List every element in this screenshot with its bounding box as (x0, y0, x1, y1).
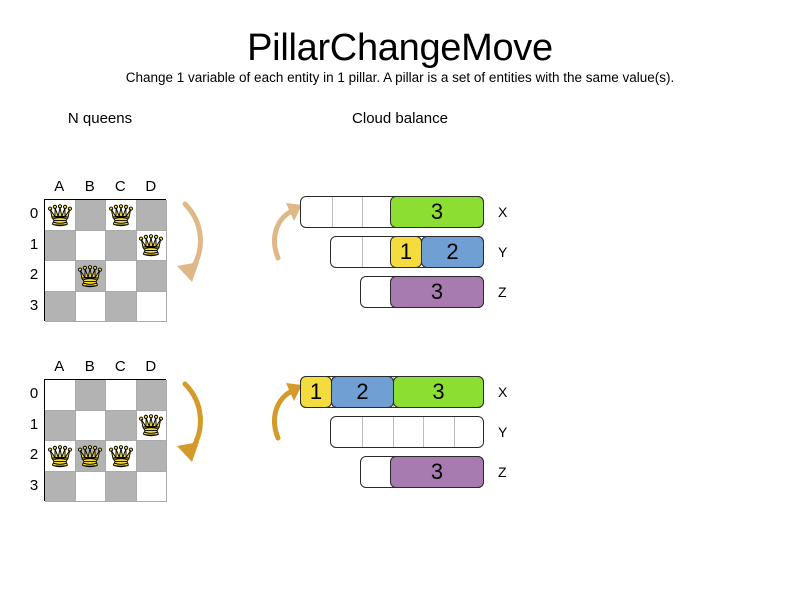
curved-arrow-up-icon-cloud-after (272, 383, 302, 441)
board-cell-a3[interactable] (45, 291, 76, 322)
page-title: PillarChangeMove (247, 27, 553, 69)
board-cell-b3[interactable] (75, 471, 106, 502)
queen-icon (108, 444, 133, 467)
queen-icon (47, 444, 72, 467)
board-cell-a0[interactable] (45, 200, 76, 231)
row-label-2: 2 (29, 446, 39, 463)
board-cell-b0[interactable] (75, 380, 106, 411)
column-label-d: D (145, 358, 157, 375)
row-label-0: 0 (29, 205, 39, 222)
board-cell-b3[interactable] (75, 291, 106, 322)
column-label-b: B (84, 178, 95, 195)
track-divider (423, 417, 425, 447)
cloud-computer-label-x: X (498, 384, 508, 400)
row-label-1: 1 (29, 415, 39, 433)
board-cell-a1[interactable] (45, 410, 76, 441)
cloud-computer-label-y: Y (498, 244, 508, 260)
page-subtitle: Change 1 variable of each entity in 1 pi… (125, 70, 675, 85)
cloud-process-segment-3[interactable]: 3 (393, 376, 484, 408)
board-cell-c2[interactable] (106, 261, 137, 292)
curved-arrow-up-icon-cloud-before (272, 203, 302, 261)
board-cell-c0[interactable] (106, 380, 137, 411)
queen-icon (108, 203, 133, 226)
column-label-d: D (145, 178, 157, 195)
board-cell-a2[interactable] (45, 261, 76, 292)
board-cell-a1[interactable] (45, 230, 76, 261)
board-cell-b2[interactable] (75, 441, 106, 472)
section-caption-cloud: Cloud balance (352, 110, 448, 127)
board-column-labels: A B C D (44, 358, 166, 378)
board-cell-d3[interactable] (136, 471, 167, 502)
row-label-1: 1 (29, 235, 39, 253)
cloud-computer-label-x: X (498, 204, 508, 220)
curved-arrow-down-icon-nqueens-after (177, 381, 203, 462)
cloud-computer-label-z: Z (498, 284, 507, 300)
column-label-c: C (114, 178, 126, 195)
board-cell-d0[interactable] (136, 200, 167, 231)
track-divider (454, 417, 456, 447)
track-divider (361, 237, 363, 267)
track-divider (331, 197, 333, 227)
board-cell-d2[interactable] (136, 441, 167, 472)
row-label-2: 2 (29, 266, 39, 283)
board-cell-c3[interactable] (106, 291, 137, 322)
board-cell-d1[interactable] (136, 230, 167, 261)
chessboard-grid-before (44, 199, 167, 322)
cloud-bar-track-y[interactable] (330, 416, 484, 448)
row-label-3: 3 (29, 476, 39, 494)
board-row-labels: 0 1 2 3 (26, 199, 42, 321)
board-cell-b0[interactable] (75, 200, 106, 231)
chessboard-grid-after (44, 379, 167, 502)
board-cell-a0[interactable] (45, 380, 76, 411)
cloud-process-segment-1[interactable]: 1 (390, 236, 422, 268)
track-divider (362, 197, 364, 227)
board-cell-c1[interactable] (106, 230, 137, 261)
board-column-labels: A B C D (44, 178, 166, 198)
cloud-bar-row-y-after: Y (296, 416, 526, 448)
row-label-0: 0 (29, 385, 39, 402)
board-cell-b1[interactable] (75, 230, 106, 261)
board-cell-c3[interactable] (106, 471, 137, 502)
track-divider (392, 417, 394, 447)
cloud-process-segment-2[interactable]: 2 (421, 236, 484, 268)
board-cell-d2[interactable] (136, 261, 167, 292)
queen-icon (139, 234, 164, 257)
column-label-c: C (114, 358, 126, 375)
cloud-computer-label-y: Y (498, 424, 508, 440)
board-cell-a2[interactable] (45, 441, 76, 472)
board-cell-d1[interactable] (136, 410, 167, 441)
board-cell-c1[interactable] (106, 410, 137, 441)
column-label-a: A (54, 178, 65, 195)
board-cell-b1[interactable] (75, 410, 106, 441)
queen-icon (78, 444, 103, 467)
cloud-computer-label-z: Z (498, 464, 507, 480)
column-label-b: B (84, 358, 95, 375)
board-cell-a3[interactable] (45, 471, 76, 502)
curved-arrow-down-icon-nqueens-before (177, 201, 203, 282)
queen-icon (78, 264, 103, 287)
queen-icon (139, 414, 164, 437)
cloud-process-segment-3[interactable]: 3 (390, 456, 484, 488)
column-label-a: A (54, 358, 65, 375)
queen-icon (47, 203, 72, 226)
section-caption-nqueens: N queens (67, 110, 133, 127)
cloud-process-segment-1[interactable]: 1 (300, 376, 332, 408)
board-cell-d3[interactable] (136, 291, 167, 322)
cloud-process-segment-3[interactable]: 3 (390, 196, 484, 228)
board-cell-d0[interactable] (136, 380, 167, 411)
board-cell-b2[interactable] (75, 261, 106, 292)
track-divider (361, 417, 363, 447)
cloud-process-segment-2[interactable]: 2 (331, 376, 394, 408)
board-row-labels: 0 1 2 3 (26, 379, 42, 501)
cloud-process-segment-3[interactable]: 3 (390, 276, 484, 308)
board-cell-c0[interactable] (106, 200, 137, 231)
row-label-3: 3 (29, 296, 39, 314)
board-cell-c2[interactable] (106, 441, 137, 472)
